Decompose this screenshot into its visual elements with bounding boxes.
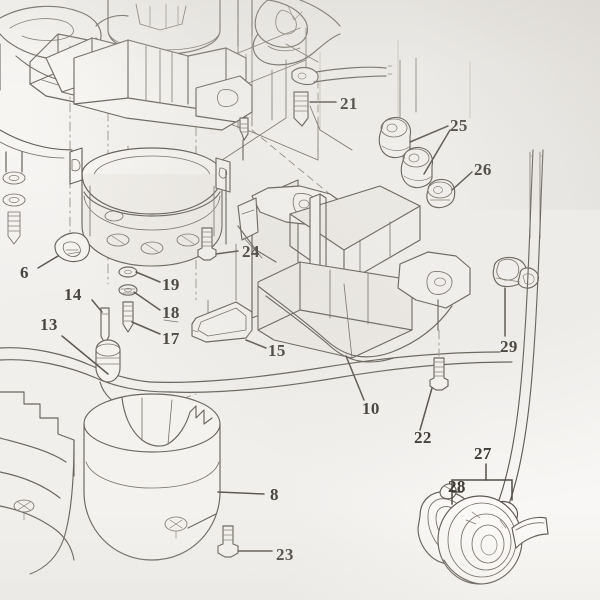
callout-13: 13	[40, 315, 58, 334]
parts-27-28-sensor	[417, 463, 549, 585]
main-housing-assembly	[45, 37, 253, 267]
callout-26: 26	[474, 160, 492, 179]
part-22-bolt	[419, 329, 449, 431]
washer-screw-stack	[118, 266, 161, 335]
parts-25-26-cushions	[378, 116, 473, 209]
part-29-clamp	[492, 256, 540, 337]
callout-15: 15	[268, 341, 286, 360]
left-edge-components	[0, 129, 73, 245]
part-8-cover	[83, 393, 265, 561]
part-24-bolt	[197, 227, 239, 261]
part-13-hose	[0, 335, 513, 411]
callout-24: 24	[242, 242, 260, 261]
callout-28: 28	[448, 477, 466, 496]
part-23-bolt	[217, 525, 273, 558]
callout-19: 19	[162, 275, 180, 294]
callout-23: 23	[276, 545, 294, 564]
callout-labels: 6 13 14 17 18 19 15 24 21 25 26 10 22 29…	[20, 94, 518, 564]
callout-25: 25	[450, 116, 468, 135]
callout-27: 27	[474, 444, 492, 463]
part-6-grommet	[37, 232, 91, 269]
scan-ghost-marks	[319, 40, 471, 130]
lower-left-cropped-cover	[0, 391, 75, 575]
callout-21: 21	[340, 94, 358, 113]
callout-22: 22	[414, 428, 432, 447]
part-10-bracket	[237, 179, 471, 401]
callout-8: 8	[270, 485, 279, 504]
callout-6: 6	[20, 263, 29, 282]
part-21-screw	[291, 65, 393, 151]
callout-17: 17	[162, 329, 180, 348]
callout-18: 18	[162, 303, 180, 322]
callout-14: 14	[64, 285, 82, 304]
part-14-pin	[91, 299, 110, 345]
part-15-pad	[191, 301, 267, 349]
callout-29: 29	[500, 337, 518, 356]
callout-10: 10	[362, 399, 380, 418]
